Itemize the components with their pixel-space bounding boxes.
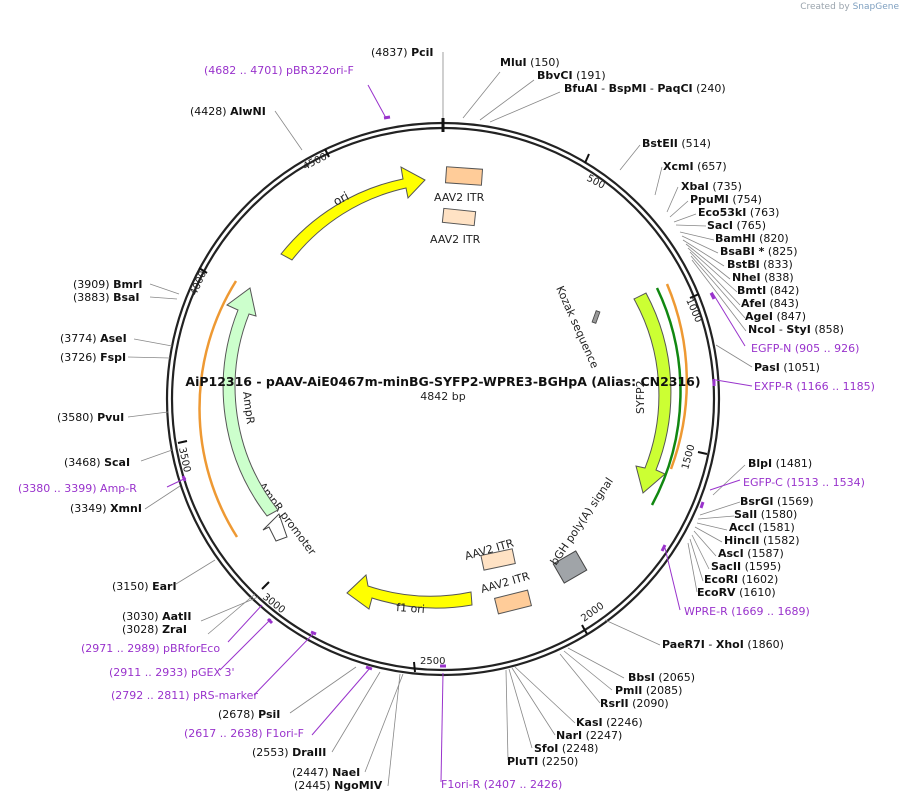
tick-label-500: 500 <box>585 173 607 192</box>
tick-marks <box>177 148 708 673</box>
site-bstbi: BstBI (833) <box>727 258 793 271</box>
site-scai: (3468) ScaI <box>64 456 130 469</box>
site-nari: NarI (2247) <box>556 729 622 742</box>
site-paer7i: PaeR7I - XhoI (1860) <box>662 638 784 651</box>
primer-arc-left <box>198 280 239 538</box>
credit-prefix: Created by <box>800 2 850 12</box>
syfp2-label: SYFP2 <box>634 380 647 414</box>
tick-label-2500: 2500 <box>420 656 445 667</box>
primer-arc-right <box>665 283 689 470</box>
plasmid-title: AiP12316 - pAAV-AiE0467m-minBG-SYFP2-WPR… <box>185 374 700 389</box>
primer-pgex-3: (2911 .. 2933) pGEX 3' <box>109 666 235 679</box>
site-sfoi: SfoI (2248) <box>534 742 598 755</box>
feature-aav2-itr-bottom-1[interactable]: AAV2 ITR <box>463 536 516 571</box>
primer-f1ori-r: F1ori-R (2407 .. 2426) <box>441 778 562 791</box>
primer-f1ori-f: (2617 .. 2638) F1ori-F <box>184 727 304 740</box>
site-eco53ki: Eco53kI (763) <box>698 206 779 219</box>
site-ngomiv: (2445) NgoMIV <box>294 779 383 792</box>
site-bbsi: BbsI (2065) <box>628 671 695 684</box>
site-alwni: (4428) AlwNI <box>190 105 266 118</box>
site-ppumi: PpuMI (754) <box>690 193 762 206</box>
bgh-label: bGH poly(A) signal <box>548 475 616 567</box>
feature-aav2-itr-top-1[interactable]: AAV2 ITR <box>434 166 485 204</box>
site-pluti: PluTI (2250) <box>507 755 578 768</box>
feature-f1-ori[interactable]: f1 ori <box>346 574 473 616</box>
site-xmni: (3349) XmnI <box>70 502 142 515</box>
site-psii: (2678) PsiI <box>218 708 280 721</box>
feature-aav2-itr-bottom-2[interactable]: AAV2 ITR <box>479 569 533 615</box>
site-zrai: (3028) ZraI <box>122 623 187 636</box>
site-aatii: (3030) AatII <box>122 610 191 623</box>
site-bbvci: BbvCI (191) <box>537 69 606 82</box>
site-pvui: (3580) PvuI <box>57 411 124 424</box>
primer-pbrforeco: (2971 .. 2989) pBRforEco <box>81 642 220 655</box>
site-xcmi: XcmI (657) <box>663 160 727 173</box>
site-agei: AgeI (847) <box>745 310 806 323</box>
site-saci: SacI (765) <box>707 219 766 232</box>
site-pcii: (4837) PciI <box>371 46 434 59</box>
site-blpi: BlpI (1481) <box>748 457 812 470</box>
aav2-itr-label: AAV2 ITR <box>430 233 481 246</box>
site-bsrgi: BsrGI (1569) <box>740 495 814 508</box>
site-acci: AccI (1581) <box>729 521 795 534</box>
feature-aav2-itr-top-2[interactable]: AAV2 ITR <box>430 207 481 246</box>
site-pmli: PmlI (2085) <box>615 684 682 697</box>
f1-ori-label: f1 ori <box>396 601 426 616</box>
primer-prs-marker: (2792 .. 2811) pRS-marker <box>111 689 258 702</box>
site-naei: (2447) NaeI <box>292 766 360 779</box>
site-xbai: XbaI (735) <box>681 180 742 193</box>
feature-bgh-polya-signal[interactable]: bGH poly(A) signal <box>548 475 616 584</box>
tick-label-1500: 1500 <box>680 443 697 470</box>
ampr-label: AmpR <box>240 391 257 426</box>
aav2-itr-label: AAV2 ITR <box>434 191 485 204</box>
site-fspi: (3726) FspI <box>60 351 126 364</box>
site-sali: SalI (1580) <box>734 508 797 521</box>
site-ecori: EcoRI (1602) <box>704 573 778 586</box>
site-nhei: NheI (838) <box>732 271 794 284</box>
site-draiii: (2553) DraIII <box>252 746 326 759</box>
credit-app: SnapGene <box>852 2 899 12</box>
site-pasi: PasI (1051) <box>754 361 820 374</box>
syfp2-coding-arc <box>650 287 682 506</box>
feature-kozak-sequence[interactable]: Kozak sequence <box>553 284 601 371</box>
feature-ori[interactable]: ori <box>280 166 426 261</box>
primer-egfp-n: EGFP-N (905 .. 926) <box>751 342 859 355</box>
site-ncoi: NcoI - StyI (858) <box>748 323 844 336</box>
primer-egfp-c: EGFP-C (1513 .. 1534) <box>743 476 865 489</box>
site-leader-lines <box>127 52 753 787</box>
site-ecorv: EcoRV (1610) <box>697 586 776 599</box>
kozak-label: Kozak sequence <box>553 284 601 371</box>
snapgene-credit: Created by SnapGene <box>800 2 899 12</box>
site-bamhi: BamHI (820) <box>715 232 789 245</box>
plasmid-size: 4842 bp <box>420 390 465 403</box>
primer-markers <box>181 115 716 671</box>
site-bmti: BmtI (842) <box>737 284 799 297</box>
ori-label: ori <box>331 189 351 209</box>
primer-wpre-r: WPRE-R (1669 .. 1689) <box>684 605 810 618</box>
site-bsteii: BstEII (514) <box>642 137 711 150</box>
site-hincii: HincII (1582) <box>724 534 800 547</box>
primer-pbr322ori-f: (4682 .. 4701) pBR322ori-F <box>204 64 354 77</box>
site-afei: AfeI (843) <box>741 297 799 310</box>
primer-leader-lines <box>166 84 753 783</box>
site-bsabi: BsaBI * (825) <box>720 245 798 258</box>
site-rsrii: RsrII (2090) <box>600 697 669 710</box>
feature-ampr[interactable]: AmpR <box>222 287 279 517</box>
site-bsai: (3883) BsaI <box>73 291 140 304</box>
tick-label-3500: 3500 <box>176 446 192 473</box>
tick-label-2000: 2000 <box>579 601 606 625</box>
site-asci: AscI (1587) <box>718 547 784 560</box>
site-mlui: MluI (150) <box>500 56 560 69</box>
site-eari: (3150) EarI <box>112 580 177 593</box>
primer-exfp-r: EXFP-R (1166 .. 1185) <box>754 380 875 393</box>
site-bmri: (3909) BmrI <box>73 278 142 291</box>
site-asei: (3774) AseI <box>60 332 127 345</box>
primer-amp-r: (3380 .. 3399) Amp-R <box>18 482 137 495</box>
feature-syfp2[interactable]: SYFP2 <box>633 292 672 494</box>
site-sacii: SacII (1595) <box>711 560 781 573</box>
site-kasi: KasI (2246) <box>576 716 643 729</box>
site-bfuai: BfuAI - BspMI - PaqCI (240) <box>564 82 726 95</box>
